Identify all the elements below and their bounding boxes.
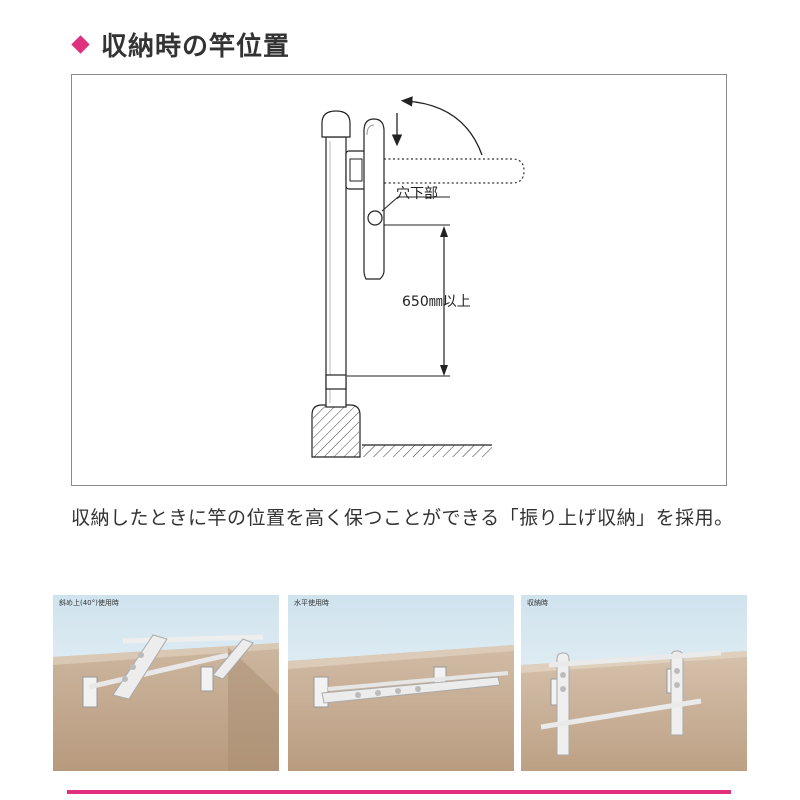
bottom-divider bbox=[67, 790, 731, 794]
folded-arm bbox=[363, 118, 385, 280]
photo-diagonal-use: 斜め上(40°)使用時 bbox=[53, 595, 279, 771]
arm-hole bbox=[367, 210, 383, 226]
diagram-drawing: 穴下部 650㎜以上 bbox=[311, 96, 525, 458]
page-title: 収納時の竿位置 bbox=[101, 31, 291, 62]
hole-leader bbox=[381, 196, 450, 212]
photo-label: 収納時 bbox=[527, 599, 548, 607]
photo-horizontal-use: 水平使用時 bbox=[288, 595, 514, 771]
description-text: 収納したときに竿の位置を高く保つことができる「振り上げ収納」を採用。 bbox=[71, 507, 734, 529]
ground-hatch bbox=[362, 445, 492, 457]
diamond-icon bbox=[71, 34, 90, 54]
post-cap bbox=[321, 110, 351, 138]
photo-label: 斜め上(40°)使用時 bbox=[59, 599, 119, 607]
storage-position-diagram: 穴下部 650㎜以上 bbox=[71, 74, 727, 486]
hole-label: 穴下部 bbox=[396, 186, 438, 202]
rotation-arrow bbox=[400, 96, 483, 156]
height-label: 650㎜以上 bbox=[402, 294, 471, 310]
photo-label: 水平使用時 bbox=[294, 599, 329, 607]
support-post bbox=[325, 136, 347, 408]
section-heading: 収納時の竿位置 bbox=[70, 24, 290, 64]
photo-stored: 収納時 bbox=[521, 595, 747, 771]
extended-arm-dotted bbox=[384, 158, 525, 184]
